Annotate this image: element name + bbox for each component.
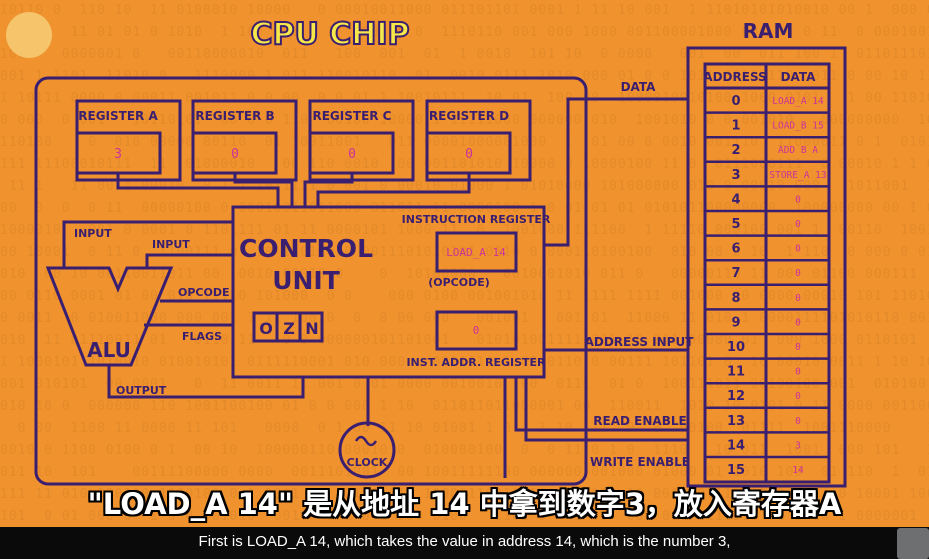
register-b-value: 0: [231, 147, 239, 162]
control-unit-box: [231, 205, 546, 379]
register-c: REGISTER C 0: [308, 99, 415, 182]
register-bus-wires: [116, 173, 471, 206]
subtitle-chinese: "LOAD_A 14" 是从地址 14 中拿到数字3，放入寄存器A: [87, 487, 842, 521]
ram-address-cell: 4: [731, 192, 740, 207]
data-wire-label: DATA: [621, 80, 657, 94]
cpu-chip-outline: [34, 76, 588, 486]
ram-data-cell: 0: [795, 194, 801, 205]
ram-address-cell: 13: [727, 414, 745, 429]
flag-o: O: [259, 319, 273, 338]
cpu-chip-title: CPU CHIP: [250, 17, 409, 52]
register-b-label: REGISTER B: [195, 109, 274, 123]
register-c-label: REGISTER C: [312, 109, 391, 123]
write-enable-label: WRITE ENABLE: [590, 455, 690, 469]
ram-data-cell: 0: [795, 268, 801, 279]
register-d-label: REGISTER D: [429, 109, 509, 123]
subtitle-bar: [0, 527, 929, 559]
ram-data-cell: 0: [795, 342, 801, 353]
ram-address-cell: 10: [727, 340, 745, 355]
read-enable-label: READ ENABLE: [593, 414, 686, 428]
opcode-sublabel: (OPCODE): [428, 276, 490, 289]
register-b: REGISTER B 0: [191, 99, 298, 182]
ram-address-cell: 8: [731, 291, 740, 306]
flag-n: N: [305, 319, 318, 338]
ram-address-cell: 5: [731, 217, 740, 232]
ram-address-cell: 0: [731, 94, 740, 109]
ram-bus-wires: [366, 97, 688, 478]
ram-outline: [686, 46, 847, 488]
inst-addr-register-value: 0: [473, 324, 480, 337]
alu-wires: [62, 220, 305, 399]
ram-data-cell: 0: [795, 367, 801, 378]
instruction-register-box: [435, 231, 518, 273]
ram-address-cell: 1: [731, 119, 740, 134]
ram-data-cell: 0: [795, 317, 801, 328]
logo-icon: [6, 12, 52, 58]
alu-label: ALU: [87, 338, 131, 362]
ram-header-data: DATA: [781, 70, 817, 84]
ram-data-cell: LOAD_A 14: [772, 96, 824, 107]
subtitle-english: First is LOAD_A 14, which takes the valu…: [198, 533, 731, 550]
clock-label: CLOCK: [347, 456, 388, 469]
ram-data-cell: 0: [795, 219, 801, 230]
ram-data-cell: STORE_A 13: [769, 170, 826, 181]
register-a: REGISTER A 3: [75, 99, 182, 182]
ram-data-cell: ADD B A: [778, 145, 818, 156]
ram-data-cell: 0: [795, 416, 801, 427]
ram-data-cell: 0: [795, 244, 801, 255]
alu-shape: [45, 266, 174, 367]
inst-addr-register-box: [435, 310, 518, 351]
ram-address-cell: 2: [731, 143, 740, 158]
ram-address-cell: 11: [727, 365, 745, 380]
control-unit-line2: UNIT: [272, 266, 340, 295]
clock-circle: [338, 421, 396, 479]
clock-wave-icon: [354, 435, 378, 447]
output-wire-label: OUTPUT: [116, 384, 167, 397]
inst-addr-register-label: INST. ADDR. REGISTER: [406, 356, 546, 369]
register-d-value: 0: [465, 147, 473, 162]
flags-wire-label: FLAGS: [182, 330, 222, 343]
ram-address-cell: 7: [731, 266, 740, 281]
ram-header-address: ADDRESS: [703, 70, 766, 84]
register-a-value: 3: [114, 147, 122, 162]
ram-address-cell: 14: [727, 438, 745, 453]
ram-data-cell: 0: [795, 293, 801, 304]
ram-address-cell: 3: [731, 168, 740, 183]
alu-input-1-label: INPUT: [74, 227, 112, 240]
flags-register: O Z N: [252, 311, 324, 343]
corner-thumbnail: [897, 528, 929, 559]
address-input-label: ADDRESS INPUT: [585, 335, 695, 349]
flag-z: Z: [283, 319, 295, 338]
ram-data-cell: 14: [792, 465, 804, 476]
ram-data-cell: LOAD_B 15: [772, 121, 823, 132]
instruction-register-value: LOAD_A 14: [446, 246, 506, 259]
ram-address-cell: 9: [731, 315, 740, 330]
register-d: REGISTER D 0: [425, 99, 532, 182]
instruction-register-label: INSTRUCTION REGISTER: [402, 213, 551, 226]
ram-address-cell: 12: [727, 389, 745, 404]
opcode-wire-label: OPCODE: [178, 286, 229, 299]
ram-title: RAM: [743, 19, 794, 43]
ram-data-cell: 0: [795, 391, 801, 402]
ram-data-cell: 3: [795, 440, 801, 451]
ram-address-cell: 6: [731, 242, 740, 257]
ram-address-cell: 15: [727, 463, 745, 478]
alu-input-2-label: INPUT: [152, 238, 190, 251]
register-c-value: 0: [348, 147, 356, 162]
control-unit-line1: CONTROL: [239, 234, 373, 263]
ram-rows: 0 LOAD_A 14 1 LOAD_B 15 2 ADD B A 3 STORE_A 13 4…: [705, 94, 829, 478]
register-a-label: REGISTER A: [78, 109, 158, 123]
